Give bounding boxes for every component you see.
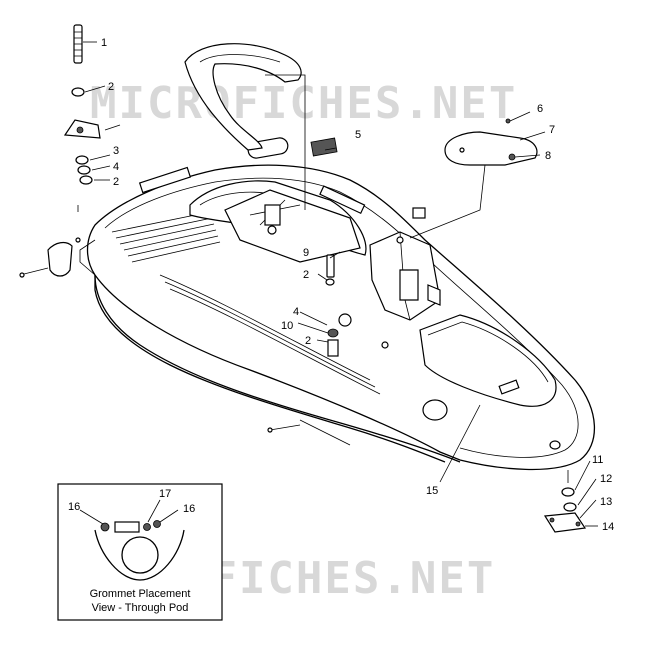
inset-caption-line2: View - Through Pod bbox=[92, 602, 189, 614]
callout-17: 17 bbox=[159, 488, 171, 500]
grab-handle bbox=[184, 43, 302, 151]
side-bumper bbox=[19, 237, 81, 278]
callout-10: 10 bbox=[281, 320, 293, 332]
leader-lines bbox=[83, 41, 598, 527]
small-bracket bbox=[412, 207, 426, 219]
callout-15: 15 bbox=[426, 485, 438, 497]
callout-2-c: 2 bbox=[303, 269, 309, 281]
callout-16-a: 16 bbox=[68, 501, 80, 513]
inset-caption-line1: Grommet Placement bbox=[90, 588, 191, 600]
callout-13: 13 bbox=[600, 496, 612, 508]
callout-12: 12 bbox=[600, 473, 612, 485]
callout-2-b: 2 bbox=[113, 176, 119, 188]
callout-8: 8 bbox=[545, 150, 551, 162]
bow-fasteners bbox=[543, 470, 587, 533]
callout-6: 6 bbox=[537, 103, 543, 115]
callout-5: 5 bbox=[355, 129, 361, 141]
decal bbox=[310, 137, 338, 157]
callout-14: 14 bbox=[602, 521, 614, 533]
callout-7: 7 bbox=[549, 124, 555, 136]
callout-11: 11 bbox=[592, 454, 603, 466]
post-assembly bbox=[267, 254, 351, 446]
callout-4-a: 4 bbox=[113, 161, 119, 173]
grommet-inset: 16 17 16 Grommet Placement View - Throug… bbox=[57, 483, 223, 621]
callout-4-b: 4 bbox=[293, 306, 299, 318]
callouts: 1 2 3 4 2 5 6 7 8 9 2 4 10 2 11 12 13 14… bbox=[101, 37, 614, 533]
callout-9: 9 bbox=[303, 247, 309, 259]
callout-2-d: 2 bbox=[305, 335, 311, 347]
stud-assembly bbox=[63, 24, 121, 212]
watermark-top: MICROFICHES.NET bbox=[90, 78, 517, 129]
callout-2-a: 2 bbox=[108, 81, 114, 93]
mounting-plate bbox=[444, 118, 538, 166]
callout-1: 1 bbox=[101, 37, 107, 49]
hull bbox=[79, 137, 596, 471]
callout-16-b: 16 bbox=[183, 503, 195, 515]
callout-3: 3 bbox=[113, 145, 119, 157]
